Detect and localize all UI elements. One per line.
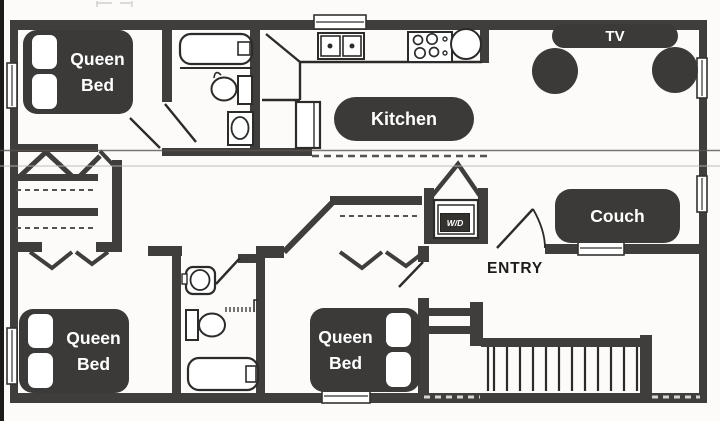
round-sink-icon (450, 28, 482, 60)
pillow-icon (386, 352, 411, 387)
washer-dryer-label: W/D (440, 213, 470, 232)
pillow-icon (32, 35, 57, 69)
door-swing (164, 103, 197, 143)
tv-label: TV (552, 24, 678, 48)
toilet-icon (198, 312, 226, 338)
door-swing (129, 117, 161, 149)
faucet-icon (245, 365, 257, 383)
kitchen-label: Kitchen (334, 97, 474, 141)
door-panels (16, 148, 482, 271)
queen-bed-label-top-left: Queen Bed (23, 30, 133, 114)
entry-label: ENTRY (487, 260, 543, 277)
bifold-door (384, 250, 426, 269)
bed-label-line2: Bed (76, 354, 111, 374)
pillow-icon (32, 74, 57, 109)
corner-counter (265, 33, 301, 63)
bifold-door (338, 250, 384, 271)
newel-post (640, 335, 652, 397)
bed-label-line2: Bed (80, 75, 115, 95)
interior-walls (10, 28, 707, 393)
pillow-icon (28, 314, 53, 348)
stairs (424, 302, 700, 399)
toilet-tank (237, 75, 253, 105)
scan-artifact (96, 1, 133, 7)
kitchen-fixtures (262, 28, 482, 150)
bed-label-line1: Queen (70, 49, 125, 69)
couch-label: Couch (555, 189, 680, 243)
bed-label-line1: Queen (66, 328, 121, 348)
queen-bed-label-bottom-left: Queen Bed (19, 309, 129, 393)
pillow-icon (386, 313, 411, 347)
door-swings (129, 103, 546, 288)
sink-icon (230, 116, 250, 140)
paper-holder (213, 71, 222, 79)
bathroom-top (178, 32, 254, 146)
bed-label-line1: Queen (318, 327, 373, 347)
fridge-icon (294, 100, 322, 150)
stair-rail (427, 326, 475, 334)
bathtub-icon (186, 356, 260, 392)
bathroom-bottom (181, 265, 260, 392)
pillow-icon (28, 353, 53, 388)
stair-rail (427, 308, 475, 316)
stair-treads (486, 347, 639, 391)
closet-double-door (16, 148, 76, 180)
toilet-tank (185, 309, 199, 341)
stair-rail (481, 338, 649, 347)
pillows (23, 30, 62, 114)
scan-edge (0, 0, 4, 421)
bifold-door (28, 250, 74, 271)
closet-diagonal-wall (281, 200, 335, 255)
door-swing (215, 257, 241, 285)
faucet-icon (237, 41, 251, 56)
bed-label-line2: Bed (328, 353, 363, 373)
newel-post (470, 302, 483, 346)
pillows (19, 309, 58, 393)
chair-icon (532, 48, 578, 94)
entry-door-swing (496, 208, 534, 249)
bifold-door (74, 250, 110, 267)
closet-rods (16, 189, 420, 229)
toilet-icon (210, 76, 238, 102)
scan-lines (0, 149, 720, 167)
laundry-door-swing (430, 160, 482, 198)
towel-bar (225, 307, 251, 312)
kitchen-sink-icon (317, 32, 365, 60)
faucet-icon (181, 273, 188, 285)
queen-bed-label-bottom-middle: Queen Bed (310, 308, 420, 392)
pillows (381, 308, 420, 392)
living-room-chairs (532, 47, 698, 94)
door-swing (398, 261, 424, 288)
bathtub-icon (178, 32, 254, 66)
window-mullions (11, 21, 703, 397)
chair-icon (652, 47, 698, 93)
